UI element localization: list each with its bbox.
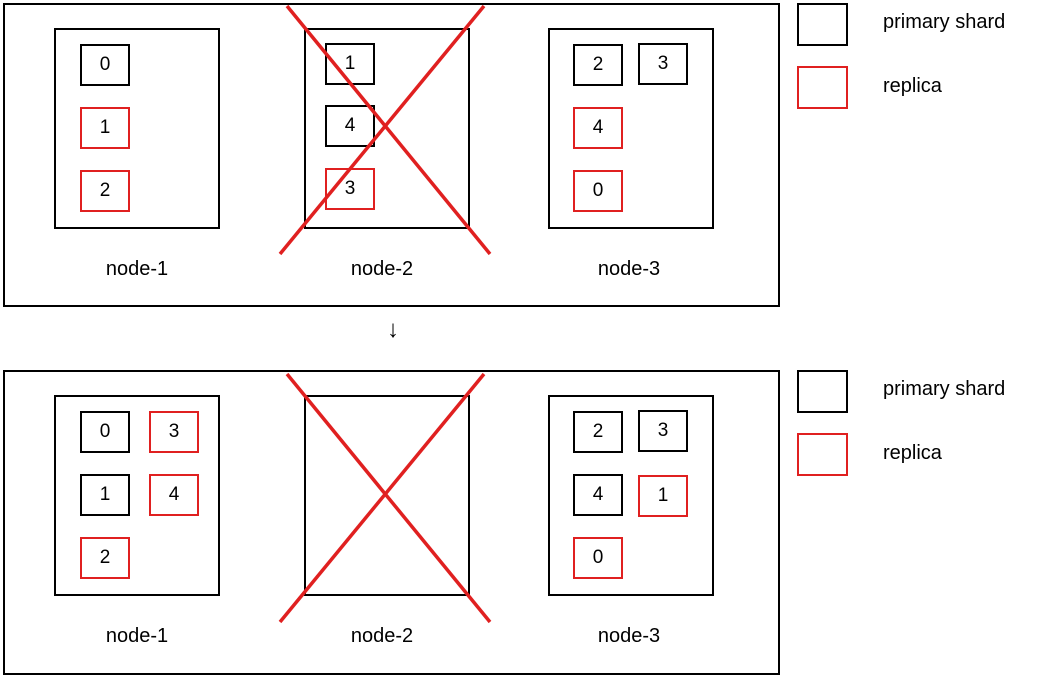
shard: 1 [325,43,375,85]
shard: 1 [80,474,130,516]
legend-primary-label: primary shard [883,378,1006,400]
node-label: node-1 [105,258,169,280]
shard: 4 [573,474,623,516]
node-2-box [304,395,470,596]
shard: 2 [80,537,130,579]
shard: 1 [638,475,688,517]
shard: 4 [573,107,623,149]
legend-replica-swatch [797,66,848,109]
node-label: node-3 [597,625,661,647]
shard: 3 [638,43,688,85]
transition-arrow-icon: ↓ [387,316,399,343]
legend-primary-label: primary shard [883,11,1006,33]
shard: 2 [80,170,130,212]
shard: 2 [573,411,623,453]
legend-replica-label: replica [883,442,942,464]
shard: 2 [573,44,623,86]
legend-replica-swatch [797,433,848,476]
node-label: node-3 [597,258,661,280]
shard: 3 [638,410,688,452]
legend-primary-swatch [797,3,848,46]
shard: 0 [573,537,623,579]
node-label: node-2 [350,258,414,280]
shard: 3 [325,168,375,210]
shard: 4 [325,105,375,147]
legend-replica-label: replica [883,75,942,97]
node-label: node-1 [105,625,169,647]
node-3-box [548,28,714,229]
node-3-box [548,395,714,596]
node-label: node-2 [350,625,414,647]
shard: 3 [149,411,199,453]
shard: 1 [80,107,130,149]
legend-primary-swatch [797,370,848,413]
node-1-box [54,395,220,596]
shard: 0 [80,44,130,86]
shard: 0 [573,170,623,212]
node-1-box [54,28,220,229]
shard: 4 [149,474,199,516]
shard: 0 [80,411,130,453]
